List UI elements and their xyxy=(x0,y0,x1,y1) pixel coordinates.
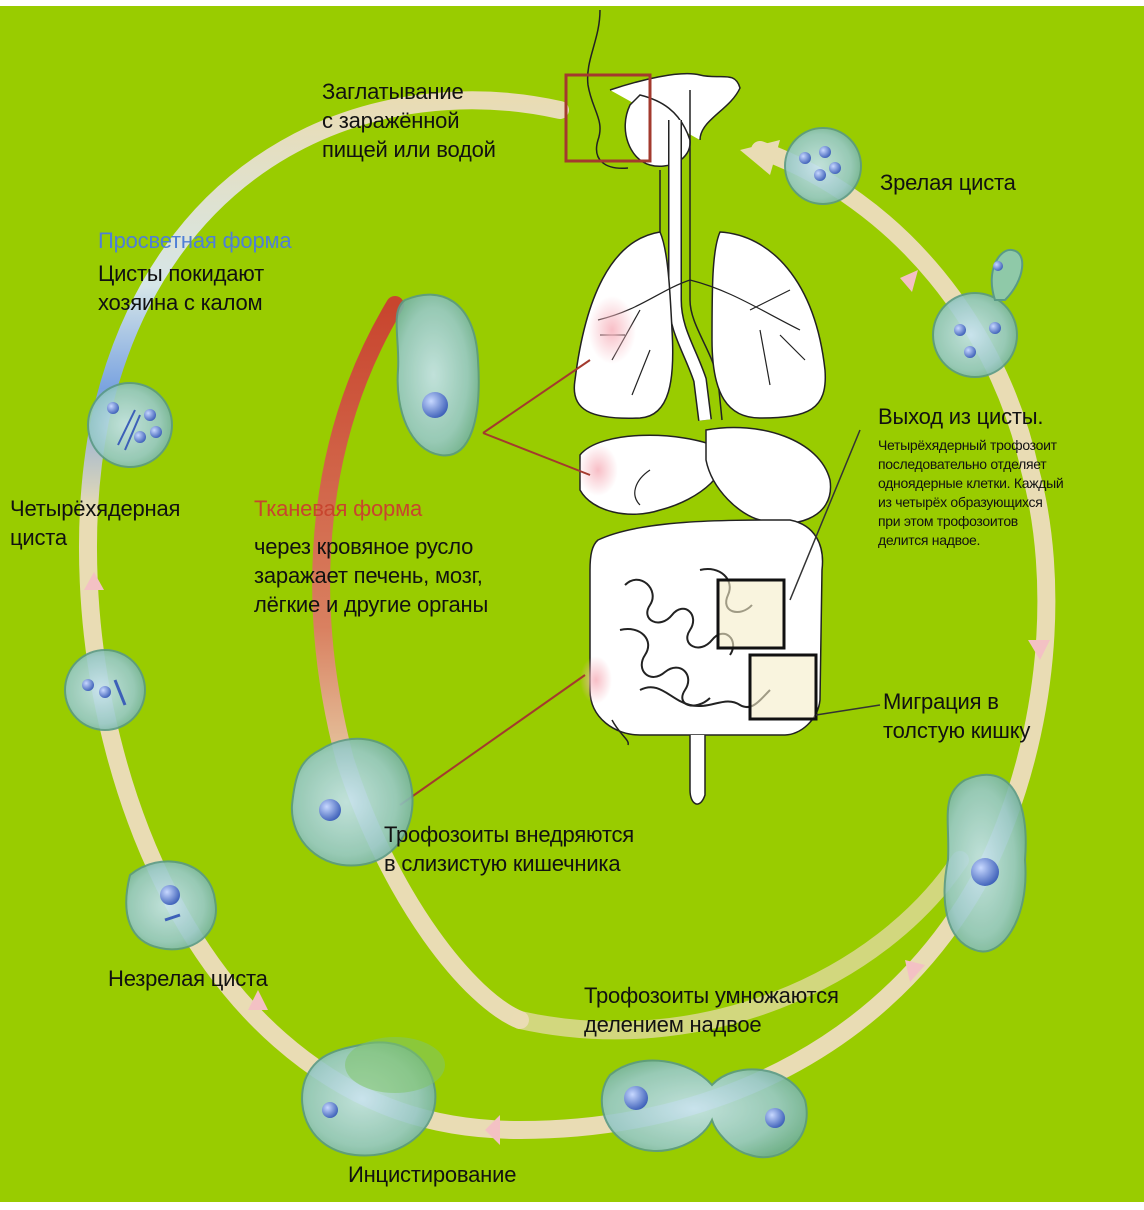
invasion-label: Трофозоиты внедряются в слизистую кишечн… xyxy=(384,820,634,878)
immature-cyst-icon xyxy=(126,861,216,949)
mature-cyst-text: Зрелая циста xyxy=(880,170,1016,195)
cysts-leave-host-label: Цисты покидают хозяина с калом xyxy=(98,259,264,317)
quadrinucleate-cyst-icon xyxy=(88,383,172,467)
lumen-form-text: Просветная форма xyxy=(98,228,291,253)
four-nucleus-line-2: циста xyxy=(10,523,180,552)
excystation-title-text: Выход из цисты. xyxy=(878,404,1043,429)
cyst-icon xyxy=(785,128,861,204)
cysts-leave-line-2: хозяина с калом xyxy=(98,288,264,317)
binucleate-cyst-icon xyxy=(65,650,145,730)
excystation-description: Четырёхядерный трофозоит последовательно… xyxy=(878,436,1063,550)
tissue-trophozoite-icon xyxy=(397,295,479,456)
migration-highlight-box xyxy=(750,655,816,719)
mature-cyst-label: Зрелая циста xyxy=(880,168,1016,197)
tissue-form-text: Тканевая форма xyxy=(254,496,422,521)
excystation-desc-line-6: делится надвое. xyxy=(878,531,1063,550)
tissue-form-label: Тканевая форма xyxy=(254,494,422,523)
tissue-desc-line-2: заражает печень, мозг, xyxy=(254,561,488,590)
excystation-title: Выход из цисты. xyxy=(878,402,1043,431)
encystation-label: Инцистирование xyxy=(348,1160,516,1189)
migration-label: Миграция в толстую кишку xyxy=(883,687,1030,745)
excystation-desc-line-1: Четырёхядерный трофозоит xyxy=(878,436,1063,455)
ingestion-label-line-1: Заглатывание xyxy=(322,77,496,106)
tissue-desc-line-1: через кровяное русло xyxy=(254,532,488,561)
excystation-desc-line-4: из четырёх образующихся xyxy=(878,493,1063,512)
immature-cyst-text: Незрелая циста xyxy=(108,966,268,991)
multiply-label: Трофозоиты умножаются делением надвое xyxy=(584,981,839,1039)
lumen-form-label: Просветная форма xyxy=(98,226,291,255)
four-nucleus-cyst-label: Четырёхядерная циста xyxy=(10,494,180,552)
tissue-form-description: через кровяное русло заражает печень, мо… xyxy=(254,532,488,619)
four-nucleus-line-1: Четырёхядерная xyxy=(10,494,180,523)
excystation-desc-line-5: при этом трофозоитов xyxy=(878,512,1063,531)
tissue-desc-line-3: лёгкие и другие органы xyxy=(254,590,488,619)
migration-line-2: толстую кишку xyxy=(883,716,1030,745)
invasion-line-2: в слизистую кишечника xyxy=(384,849,634,878)
excystation-highlight-box xyxy=(718,580,784,648)
invasion-line-1: Трофозоиты внедряются xyxy=(384,820,634,849)
multiply-line-1: Трофозоиты умножаются xyxy=(584,981,839,1010)
excystation-desc-line-2: последовательно отделяет xyxy=(878,455,1063,474)
encystation-text: Инцистирование xyxy=(348,1162,516,1187)
ingestion-label-line-2: с заражённой xyxy=(322,106,496,135)
multiply-line-2: делением надвое xyxy=(584,1010,839,1039)
immature-cyst-label: Незрелая циста xyxy=(108,964,268,993)
cysts-leave-line-1: Цисты покидают xyxy=(98,259,264,288)
ingestion-label-line-3: пищей или водой xyxy=(322,135,496,164)
excystation-desc-line-3: одноядерные клетки. Каждый xyxy=(878,474,1063,493)
ingestion-label: Заглатывание с заражённой пищей или водо… xyxy=(322,77,496,164)
migration-line-1: Миграция в xyxy=(883,687,1030,716)
trophozoite-icon xyxy=(945,775,1026,952)
